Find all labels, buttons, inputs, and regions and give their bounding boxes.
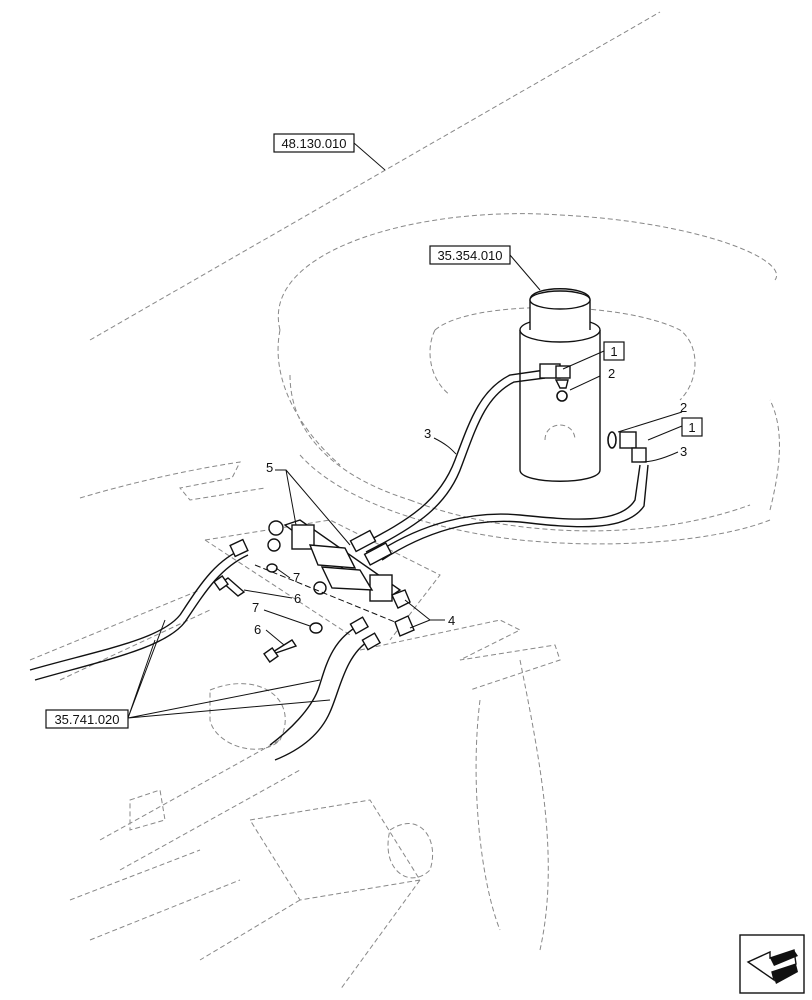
leader-item-5 <box>275 469 351 546</box>
elbow-fitting-upper-stem <box>554 379 569 389</box>
leader-item-3-right <box>639 451 679 463</box>
o-ring-right <box>607 431 617 449</box>
turntable-ring <box>429 307 696 401</box>
leader-item-7-lower <box>263 609 311 627</box>
turntable-disc <box>277 213 780 532</box>
cylinder-body <box>519 330 601 482</box>
chassis-beam <box>359 619 561 951</box>
leader-item-2-right <box>617 411 683 433</box>
elbow-fitting-right <box>619 431 637 449</box>
leader-35354010 <box>509 254 541 291</box>
frame-edge <box>89 11 661 341</box>
turntable-lower-edge <box>299 454 771 545</box>
line-end-fitting-left <box>229 538 249 558</box>
o-ring-upper <box>556 390 568 402</box>
valve-block-assembly <box>254 519 415 637</box>
hose-fitting-lower <box>363 542 393 566</box>
hose-fitting-upper <box>349 529 377 553</box>
item-4-label: 4 <box>448 613 455 628</box>
line-left-2 <box>34 554 249 681</box>
reference-cylinder[interactable]: 35.354.010 <box>429 245 511 265</box>
reference-frame[interactable]: 48.130.010 <box>273 133 355 153</box>
cylinder-cap-top <box>529 290 591 310</box>
elbow-fitting-4-upper <box>391 589 411 609</box>
arrow-direction-icon[interactable] <box>739 934 805 994</box>
item-7-lower-label: 7 <box>252 600 259 615</box>
line-end-fitting-center-1 <box>349 616 370 635</box>
hose-lower-outer <box>377 464 641 553</box>
banjo-fitting-3 <box>313 581 327 595</box>
item-3-left-label: 3 <box>424 426 431 441</box>
elbow-fitting-upper-nut <box>555 365 571 379</box>
axle-lower <box>69 849 241 941</box>
nav-arrow-shade-lower <box>772 964 798 984</box>
item-1-upper-box <box>603 341 625 361</box>
reference-hydraulic-lines-text[interactable]: 35.741.020 <box>54 712 119 727</box>
item-2-upper-label: 2 <box>608 366 615 381</box>
reference-cylinder-text[interactable]: 35.354.010 <box>437 248 502 263</box>
bolt-lower-head <box>263 647 279 663</box>
leader-item-1-right <box>647 425 683 441</box>
reference-box-cylinder[interactable] <box>429 245 511 265</box>
reference-box-hydraulic-lines[interactable] <box>45 709 129 729</box>
bracket-clamp-upper <box>291 524 315 550</box>
hose-lower-inner <box>381 464 649 561</box>
reference-frame-text[interactable]: 48.130.010 <box>281 136 346 151</box>
elbow-fitting-right-nut <box>631 447 647 463</box>
cylinder-fittings <box>539 363 647 463</box>
item-6-upper-label: 6 <box>294 591 301 606</box>
leader-item-4 <box>404 599 445 629</box>
hydraulic-cylinder <box>519 288 601 482</box>
line-end-fitting-center-2 <box>361 632 382 651</box>
bolt-upper-head <box>213 575 229 591</box>
banjo-fitting-1 <box>268 520 284 536</box>
hose-upper-inner <box>365 377 546 553</box>
leader-48130010 <box>353 142 386 171</box>
bracket-clamp-lower <box>369 574 393 602</box>
leader-item-2-upper <box>569 375 601 391</box>
ghost-context <box>29 11 780 991</box>
leader-item-6-upper <box>243 589 293 599</box>
line-left-1 <box>29 547 246 671</box>
nav-arrow-shade <box>770 950 798 966</box>
leader-item-7-upper <box>275 567 291 579</box>
item-1-upper-label: 1 <box>610 344 617 359</box>
washer-lower <box>309 622 323 634</box>
reference-box-frame[interactable] <box>273 133 355 153</box>
hose-upper-outer <box>359 369 546 546</box>
washer-upper <box>266 563 278 573</box>
hoses <box>349 369 649 566</box>
reference-hydraulic-lines[interactable]: 35.741.020 <box>45 709 129 729</box>
valve-body-upper <box>308 544 357 569</box>
item-1-right-label: 1 <box>688 420 695 435</box>
item-5-label: 5 <box>266 460 273 475</box>
fasteners <box>213 563 323 663</box>
leader-35741020 <box>127 619 331 719</box>
lower-hydraulic-lines <box>29 538 382 761</box>
item-2-right-label: 2 <box>680 400 687 415</box>
leader-lines <box>127 142 683 719</box>
axle-housing <box>199 799 434 991</box>
item-7-upper-label: 7 <box>293 570 300 585</box>
line-center-1 <box>269 624 361 746</box>
valve-body-lower <box>320 566 374 591</box>
banjo-fitting-2 <box>267 538 281 552</box>
item-3-right-label: 3 <box>680 444 687 459</box>
item-6-lower-label: 6 <box>254 622 261 637</box>
item-1-right-box <box>681 417 703 437</box>
elbow-fitting-4-lower <box>394 615 415 637</box>
chassis-arm-left <box>29 461 266 681</box>
leader-item-6-lower <box>265 629 285 646</box>
assembly-axis-line <box>254 564 396 623</box>
line-center-2 <box>274 639 371 761</box>
leader-item-1-upper <box>562 350 605 370</box>
cylinder-port <box>544 424 576 441</box>
leader-item-3-left <box>433 437 457 455</box>
